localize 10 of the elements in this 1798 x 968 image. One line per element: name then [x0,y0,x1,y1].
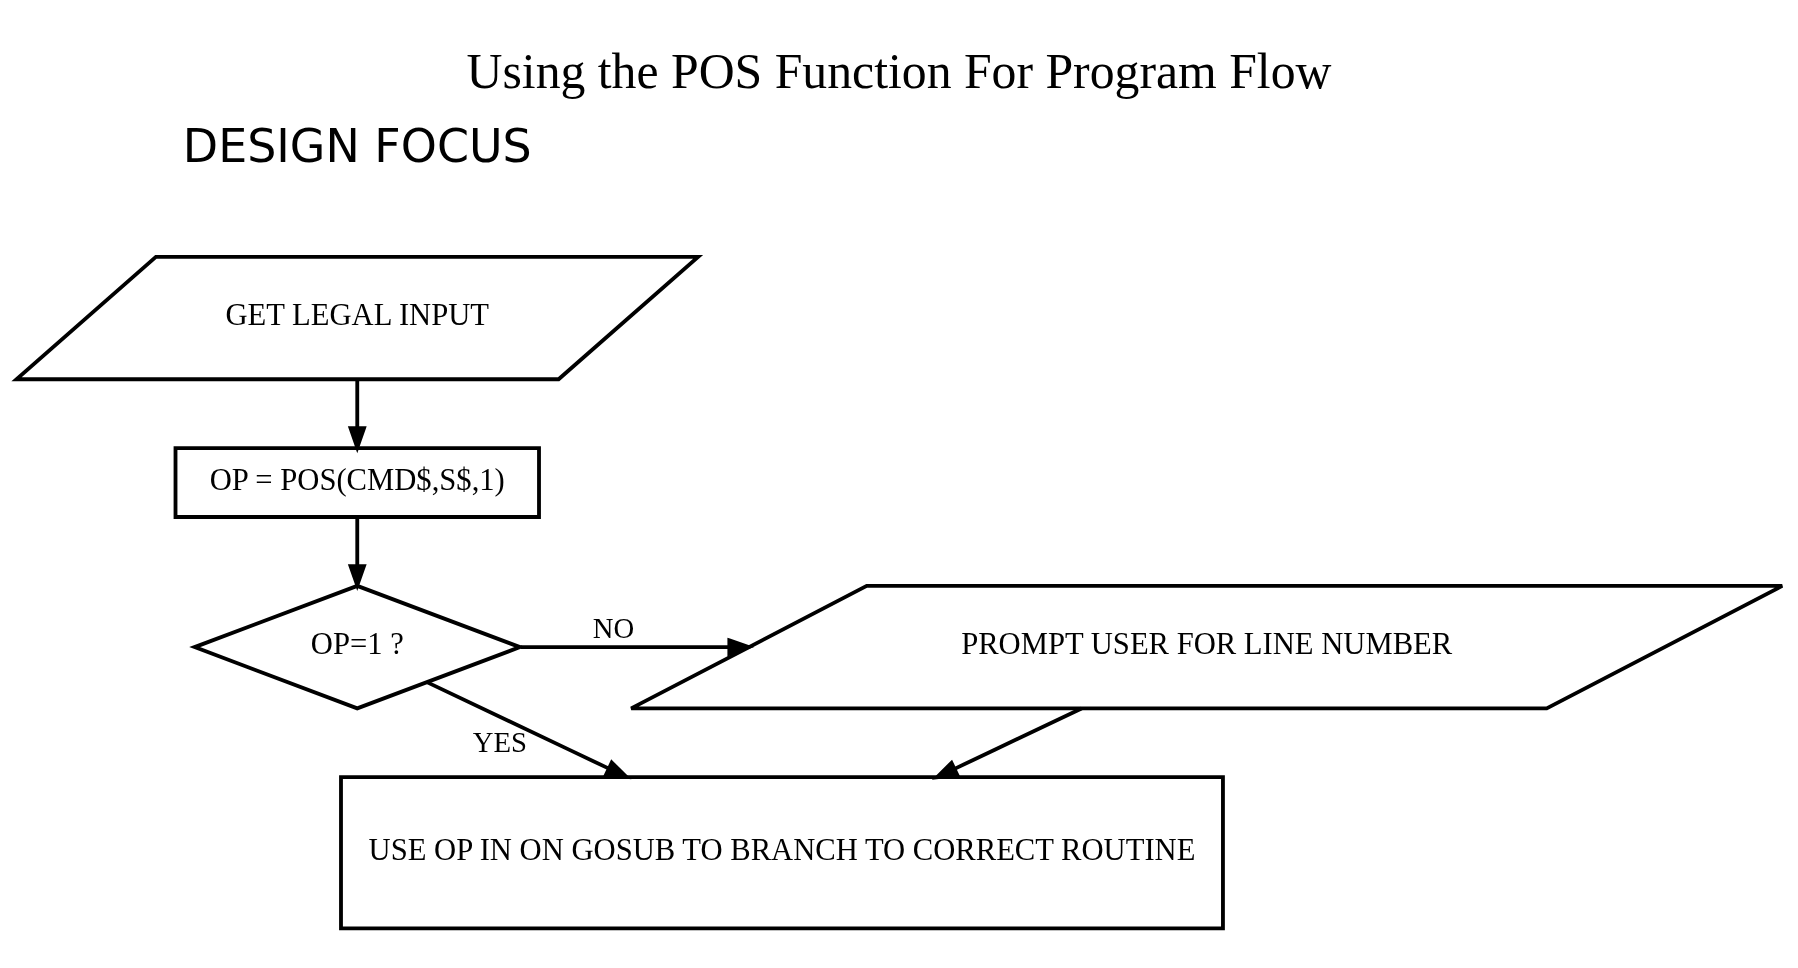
arrow [520,637,755,656]
arrow [931,706,1083,780]
arrow [347,379,367,453]
diagram-title: Using the POS Function For Program Flow [466,43,1332,99]
node-box: USE OP IN ON GOSUB TO BRANCH TO CORRECT ROUTINE [339,774,1225,930]
arrow [426,680,632,779]
edge-label: YES [472,725,527,758]
arrow [347,517,367,591]
node-box: OP = POS(CMD$,S$,1) [173,445,541,519]
label: DESIGN FOCUS [182,118,532,173]
